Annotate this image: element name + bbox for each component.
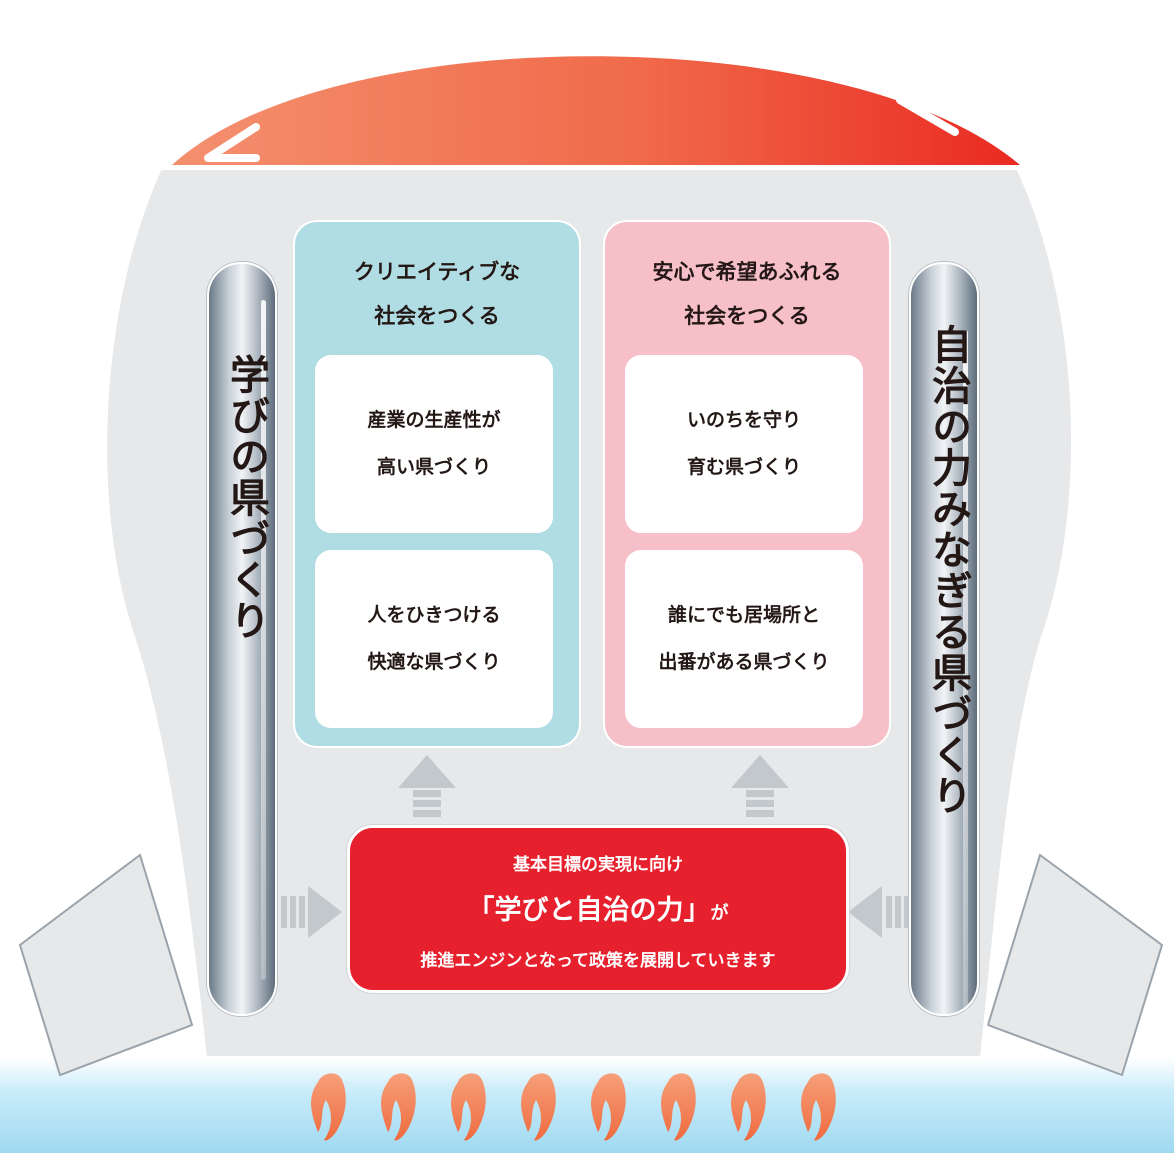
engine-headline-suffix: が (710, 903, 729, 924)
flames (311, 1073, 836, 1141)
panel-title-line1: 安心で希望あふれる (652, 260, 842, 284)
goal-card-line1: 誰にでも居場所と (667, 604, 820, 626)
engine-box: 基本目標の実現に向け 「学びと自治の力」が 推進エンジンとなって政策を展開してい… (347, 825, 849, 993)
sky-band (0, 1058, 1174, 1153)
goal-card-line1: 人をひきつける (367, 604, 501, 626)
nose-cone (172, 56, 1020, 165)
goal-card-line2: 高い県づくり (376, 456, 491, 478)
panel-title-line1: クリエイティブな (353, 260, 521, 284)
hopeful-society-panel: 安心で希望あふれる 社会をつくる いのちを守り 育む県づくり 誰にでも居場所と … (603, 220, 891, 748)
goal-card: 誰にでも居場所と 出番がある県づくり (625, 550, 863, 728)
goal-card-line1: いのちを守り (686, 409, 801, 431)
left-pillar-label: 学びの県づくり (223, 354, 269, 641)
up-arrow-right (731, 755, 789, 817)
left-pillar: 学びの県づくり (207, 262, 277, 1016)
nose-highlight-right (896, 96, 959, 136)
right-pillar: 自治の力みなぎる県づくり (909, 262, 979, 1016)
nose-highlight-left (204, 123, 260, 162)
right-fin (986, 853, 1164, 1077)
goal-card: 人をひきつける 快適な県づくり (315, 550, 553, 728)
goal-card-line2: 出番がある県づくり (658, 651, 830, 673)
engine-line1: 基本目標の実現に向け (513, 855, 683, 875)
up-arrow-left (398, 755, 456, 817)
pillar-shine (963, 330, 968, 1010)
goal-card-line1: 産業の生産性が (367, 409, 501, 431)
goal-card: いのちを守り 育む県づくり (625, 355, 863, 533)
goal-card: 産業の生産性が 高い県づくり (315, 355, 553, 533)
panel-title-line2: 社会をつくる (684, 304, 810, 328)
engine-line3: 推進エンジンとなって政策を展開していきます (420, 951, 776, 971)
engine-headline: 「学びと自治の力」 (467, 895, 711, 926)
creative-society-panel: クリエイティブな 社会をつくる 産業の生産性が 高い県づくり 人をひきつける 快… (293, 220, 581, 748)
panel-title-line2: 社会をつくる (374, 304, 500, 328)
pillar-shine (261, 300, 266, 980)
left-fin (18, 853, 194, 1077)
goal-card-line2: 快適な県づくり (367, 651, 501, 673)
engine-line2: 「学びと自治の力」が (350, 888, 846, 927)
goal-card-line2: 育む県づくり (686, 456, 801, 478)
right-pillar-label: 自治の力みなぎる県づくり (925, 324, 971, 816)
